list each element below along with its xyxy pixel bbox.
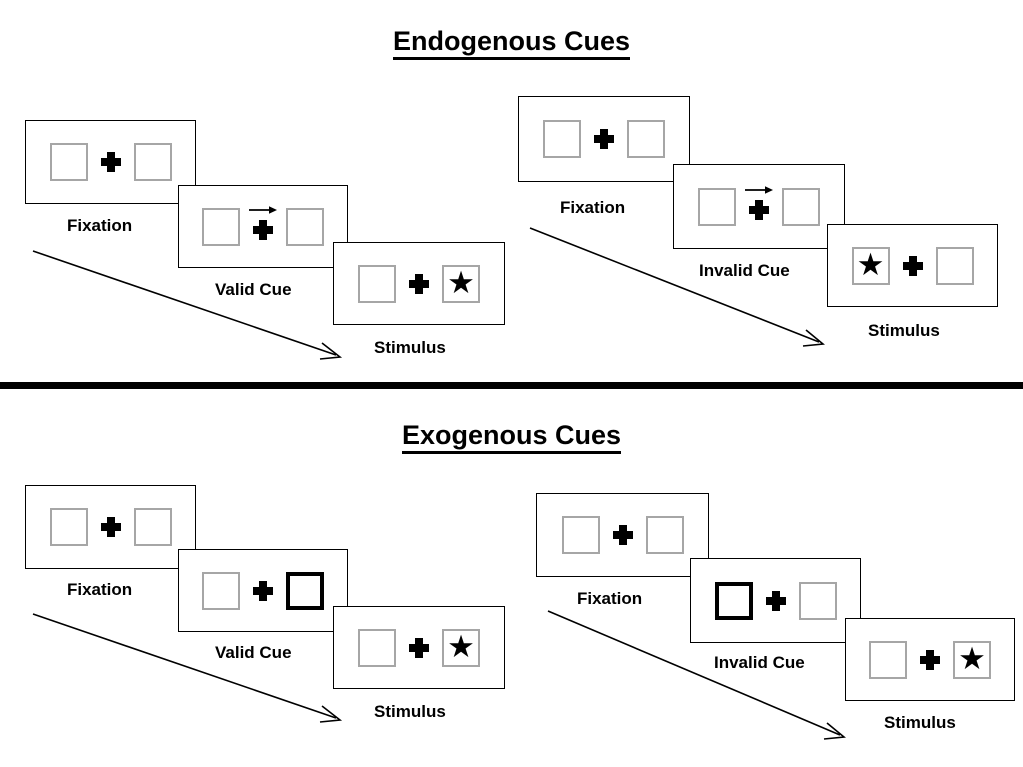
target-star-icon: ★ <box>447 264 475 300</box>
step-label-valid-cue: Valid Cue <box>215 280 292 299</box>
right-placeholder-box <box>133 508 172 546</box>
fixation-cross-icon <box>100 152 121 172</box>
frame-content: ★ <box>334 243 504 324</box>
section-title-exogenous: Exogenous Cues <box>0 420 1023 454</box>
section-title-endogenous-text: Endogenous Cues <box>392 26 630 60</box>
fixation-cross-icon <box>100 517 121 537</box>
left-placeholder-box <box>49 143 88 181</box>
frame-exogenous-invalid-fixation[interactable] <box>536 493 709 577</box>
left-placeholder-box <box>202 207 240 246</box>
fixation-center <box>396 260 442 308</box>
frame-content <box>691 559 860 642</box>
right-placeholder-box <box>286 207 324 246</box>
target-star-icon: ★ <box>958 640 986 676</box>
fixation-center <box>396 624 442 672</box>
left-placeholder-box <box>698 187 736 226</box>
fixation-cross-icon <box>253 580 273 601</box>
right-placeholder-box <box>133 143 172 181</box>
step-label-fixation: Fixation <box>560 198 626 217</box>
frame-content <box>179 186 347 267</box>
step-label-fixation: Fixation <box>67 216 133 235</box>
step-label-fixation: Fixation <box>67 580 133 599</box>
fixation-center <box>88 503 134 551</box>
fixation-cross-icon <box>612 525 633 545</box>
frame-endogenous-valid-fixation[interactable] <box>25 120 196 204</box>
frame-content: ★ <box>846 619 1014 700</box>
fixation-center <box>753 577 799 625</box>
fixation-center <box>240 567 286 615</box>
step-label-invalid-cue: Invalid Cue <box>699 261 790 280</box>
left-placeholder-box <box>49 508 88 546</box>
fixation-center <box>240 203 286 251</box>
frame-endogenous-invalid-stimulus[interactable]: ★ <box>827 224 998 307</box>
right-cued-box <box>286 571 324 610</box>
step-label-valid-cue: Valid Cue <box>215 643 292 662</box>
right-placeholder-box <box>798 581 837 620</box>
left-placeholder-box <box>869 640 907 679</box>
frame-exogenous-valid-cue[interactable] <box>178 549 348 632</box>
frame-content <box>179 550 347 631</box>
target-star-icon: ★ <box>447 628 475 664</box>
frame-exogenous-valid-fixation[interactable] <box>25 485 196 569</box>
left-cued-box <box>714 581 753 620</box>
frame-endogenous-valid-cue[interactable] <box>178 185 348 268</box>
section-title-endogenous: Endogenous Cues <box>0 26 1023 60</box>
fixation-cross-icon <box>409 637 429 658</box>
frame-content: ★ <box>334 607 504 688</box>
left-placeholder-box <box>561 516 600 554</box>
left-target-box: ★ <box>851 246 890 285</box>
section-title-exogenous-text: Exogenous Cues <box>401 420 622 454</box>
left-placeholder-box <box>202 571 240 610</box>
frame-endogenous-valid-stimulus[interactable]: ★ <box>333 242 505 325</box>
frame-content <box>674 165 844 248</box>
fixation-center <box>600 511 646 559</box>
right-target-box: ★ <box>442 628 480 667</box>
fixation-cross-icon <box>749 200 769 220</box>
frame-exogenous-invalid-stimulus[interactable]: ★ <box>845 618 1015 701</box>
frame-endogenous-invalid-cue[interactable] <box>673 164 845 249</box>
left-placeholder-box <box>543 120 581 158</box>
frame-exogenous-invalid-cue[interactable] <box>690 558 861 643</box>
fixation-center <box>890 242 936 290</box>
left-placeholder-box <box>358 264 396 303</box>
fixation-center <box>88 138 134 186</box>
step-label-stimulus: Stimulus <box>374 338 446 357</box>
fixation-cross-icon <box>253 220 273 240</box>
right-placeholder-box <box>782 187 820 226</box>
step-label-stimulus: Stimulus <box>884 713 956 732</box>
cue-arrow-right-icon <box>744 185 774 195</box>
right-placeholder-box <box>627 120 665 158</box>
frame-content <box>537 494 708 576</box>
step-label-stimulus: Stimulus <box>374 702 446 721</box>
frame-exogenous-valid-stimulus[interactable]: ★ <box>333 606 505 689</box>
fixation-center <box>736 183 782 231</box>
fixation-cross-icon <box>765 590 786 611</box>
right-target-box: ★ <box>953 640 991 679</box>
fixation-cross-icon <box>409 273 429 294</box>
cue-arrow-right-icon <box>248 205 278 215</box>
step-label-fixation: Fixation <box>577 589 643 608</box>
right-placeholder-box <box>645 516 684 554</box>
left-placeholder-box <box>358 628 396 667</box>
section-divider <box>0 382 1023 389</box>
right-target-box: ★ <box>442 264 480 303</box>
fixation-center <box>907 636 953 684</box>
target-star-icon: ★ <box>856 246 885 282</box>
frame-content <box>519 97 689 181</box>
step-label-invalid-cue: Invalid Cue <box>714 653 805 672</box>
step-label-stimulus: Stimulus <box>868 321 940 340</box>
frame-content <box>26 121 195 203</box>
fixation-cross-icon <box>902 255 923 276</box>
fixation-cross-icon <box>920 649 940 670</box>
frame-content <box>26 486 195 568</box>
fixation-cross-icon <box>594 129 614 149</box>
fixation-center <box>581 115 627 163</box>
frame-endogenous-invalid-fixation[interactable] <box>518 96 690 182</box>
right-placeholder-box <box>935 246 974 285</box>
frame-content: ★ <box>828 225 997 306</box>
